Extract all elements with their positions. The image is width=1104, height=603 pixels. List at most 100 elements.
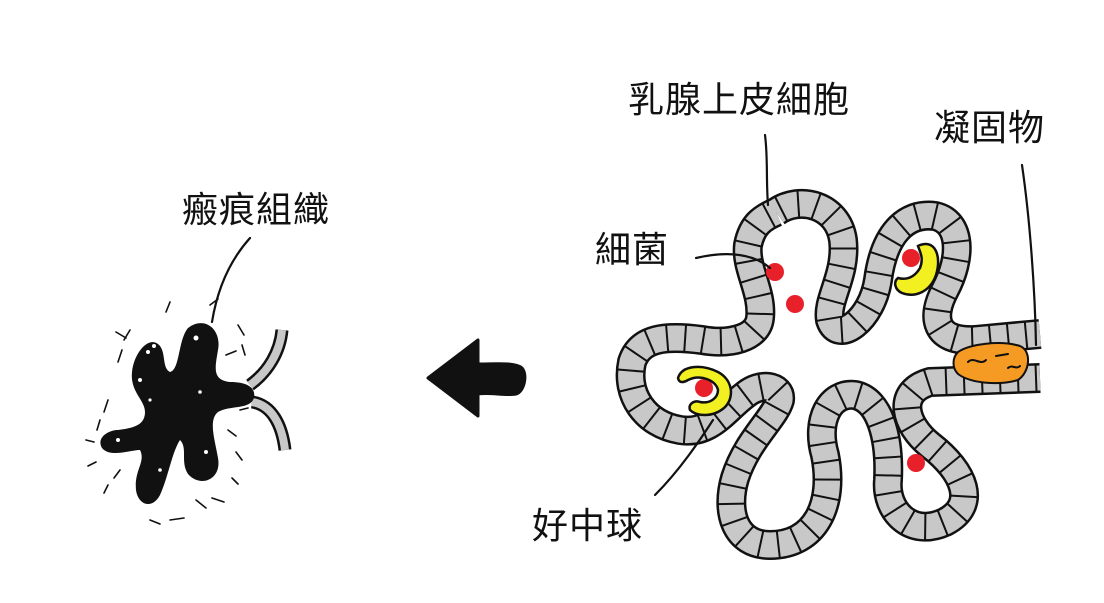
cell-border xyxy=(796,190,801,218)
cell-border xyxy=(661,414,673,440)
leader-line-neutrophil xyxy=(653,418,715,497)
cell-border xyxy=(627,396,651,413)
cell-border xyxy=(744,218,767,236)
cell-border xyxy=(682,417,687,444)
leader-line-scar xyxy=(210,236,252,324)
cell-border xyxy=(821,205,842,226)
cell-border xyxy=(809,441,836,447)
cell-border xyxy=(617,368,644,373)
cell-border xyxy=(861,397,884,416)
cell-border xyxy=(734,326,744,352)
cell-border xyxy=(1023,322,1029,349)
cell-border xyxy=(745,292,772,300)
cell-border xyxy=(818,296,845,306)
scar-mass xyxy=(100,323,255,505)
cell-border xyxy=(839,316,844,344)
cell-border xyxy=(764,400,789,416)
cell-border xyxy=(947,472,973,486)
cell-border xyxy=(812,493,839,502)
cell-border xyxy=(878,232,903,248)
cell-border xyxy=(928,440,947,462)
cell-border xyxy=(936,510,949,536)
cell-border xyxy=(643,329,656,355)
cell-border xyxy=(914,429,934,450)
cell-border xyxy=(900,510,916,535)
bacterium xyxy=(902,249,920,267)
cell-border xyxy=(892,215,911,237)
cell-border xyxy=(875,474,902,477)
leader-line-clot xyxy=(1020,163,1038,347)
cell-border xyxy=(809,423,836,429)
cell-border xyxy=(944,368,948,395)
cell-border xyxy=(757,374,765,401)
bacterium xyxy=(907,454,925,472)
cell-border xyxy=(943,239,970,245)
cell-border xyxy=(950,494,978,499)
cell-border xyxy=(938,271,964,283)
scar-highlights xyxy=(116,335,208,472)
cell-border xyxy=(868,416,894,428)
neutrophil xyxy=(676,365,733,417)
cell-border xyxy=(775,531,781,558)
epithelial-lining-fill xyxy=(618,191,1042,558)
scar-tissue-drawing xyxy=(85,298,292,525)
cell-border xyxy=(744,429,768,446)
cell-border xyxy=(942,256,969,263)
leader-line-epithelium xyxy=(763,133,770,207)
cell-border xyxy=(865,270,892,277)
label-neutrophil: 好中球 xyxy=(532,506,643,547)
cell-border xyxy=(744,320,765,340)
cell-border xyxy=(736,384,754,406)
bacterium xyxy=(695,379,713,397)
cell-border xyxy=(719,328,723,355)
cell-border xyxy=(761,203,776,228)
cell-border xyxy=(902,382,924,401)
cell-border xyxy=(721,516,748,527)
cell-border xyxy=(624,345,648,362)
arrow-left-icon xyxy=(426,338,527,418)
cell-border xyxy=(734,445,758,460)
cell-border xyxy=(828,225,854,236)
duct-remnant xyxy=(251,398,289,451)
cell-border xyxy=(735,239,762,248)
cell-border xyxy=(1034,365,1038,392)
cell-border xyxy=(740,273,767,284)
cell-border xyxy=(813,458,840,465)
cell-border xyxy=(931,286,956,300)
cell-border xyxy=(872,436,899,443)
cell-border xyxy=(767,381,788,401)
cell-border xyxy=(734,526,754,547)
cell-border xyxy=(810,193,822,219)
cell-border xyxy=(870,251,896,262)
cell-border xyxy=(949,325,959,351)
cell-border xyxy=(828,262,855,270)
cell-border xyxy=(642,407,661,429)
fibrosis-strokes xyxy=(85,298,249,525)
cell-border xyxy=(720,482,746,490)
cell-border xyxy=(824,278,850,289)
bacterium xyxy=(786,295,804,313)
bacteria-group xyxy=(695,249,925,472)
label-bacteria: 細菌 xyxy=(595,230,669,271)
cell-border xyxy=(862,286,889,296)
label-mammary-epithelial-cells: 乳腺上皮細胞 xyxy=(628,80,850,121)
cell-border xyxy=(683,325,687,352)
cell-border xyxy=(774,196,788,221)
cell-border xyxy=(834,384,848,410)
cell-border xyxy=(816,315,843,322)
leader-line-bacteria xyxy=(694,253,772,270)
clot xyxy=(952,342,1029,385)
neutrophil xyxy=(893,242,940,296)
cell-border xyxy=(756,531,765,557)
leader-lines xyxy=(210,133,1038,497)
cell-border xyxy=(894,406,921,411)
cell-border xyxy=(923,369,934,396)
cell-border xyxy=(847,311,868,333)
cell-border xyxy=(928,320,952,336)
clot-texture xyxy=(967,353,1021,369)
cell-border xyxy=(947,503,968,523)
cell-border xyxy=(939,455,961,474)
cell-border xyxy=(808,507,833,522)
